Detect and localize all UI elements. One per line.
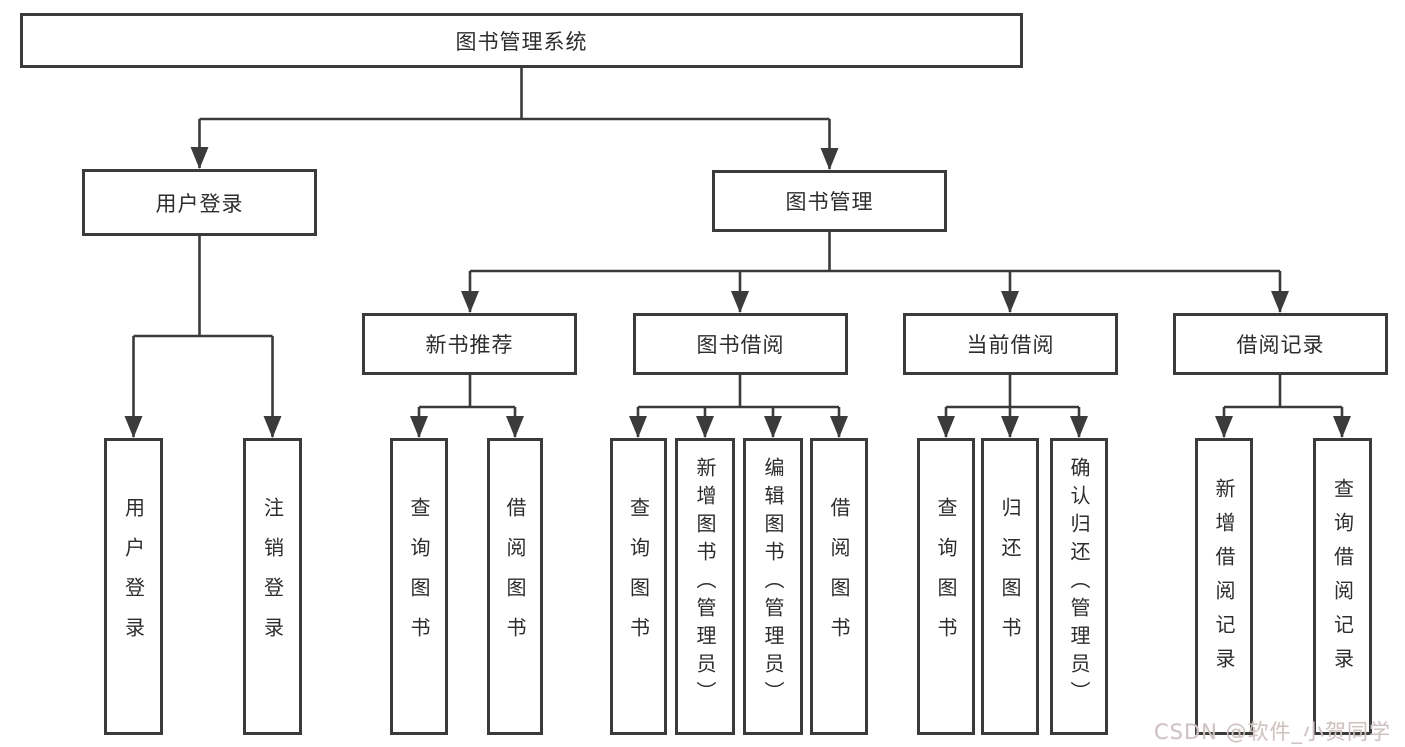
node-borrow-books-recommend: 借阅图书 [487,438,543,735]
node-query-books-current: 查询图书 [917,438,975,735]
node-new-book-recommend: 新书推荐 [362,313,577,375]
watermark-text: CSDN @软件_小贺同学 [1154,720,1392,744]
node-add-book-admin: 新增图书（管理员） [675,438,735,735]
node-label: 新书推荐 [425,333,514,357]
node-label: 借阅图书 [503,496,527,657]
node-label: 归还图书 [998,496,1022,657]
node-confirm-return-admin: 确认归还（管理员） [1050,438,1108,735]
node-borrow-books-borrowing: 借阅图书 [810,438,868,735]
node-leaf-logout: 注销登录 [243,438,302,735]
node-label: 借阅记录 [1236,333,1325,357]
node-label: 注销登录 [260,496,285,657]
node-label: 编辑图书（管理员） [761,456,785,709]
node-label: 用户登录 [121,496,146,657]
node-label: 图书管理 [785,190,874,214]
node-label: 图书借阅 [696,333,785,357]
node-label: 查询借阅记录 [1330,477,1355,682]
node-label: 新增借阅记录 [1212,477,1236,682]
node-leaf-user-login: 用户登录 [104,438,163,735]
node-current-borrowing: 当前借阅 [903,313,1118,375]
node-add-borrow-record: 新增借阅记录 [1195,438,1253,735]
node-label: 查询图书 [626,496,651,657]
node-label: 当前借阅 [966,333,1055,357]
node-query-books-borrowing: 查询图书 [610,438,667,735]
node-book-management-system: 图书管理系统 [20,13,1023,68]
node-label: 新增图书（管理员） [693,456,717,709]
node-label: 图书管理系统 [455,29,588,54]
node-query-books-recommend: 查询图书 [390,438,448,735]
node-book-borrowing: 图书借阅 [633,313,848,375]
node-borrowing-records: 借阅记录 [1173,313,1388,375]
node-label: 用户登录 [155,191,244,216]
node-user-login: 用户登录 [82,169,317,236]
node-edit-book-admin: 编辑图书（管理员） [743,438,803,735]
node-query-borrow-record: 查询借阅记录 [1313,438,1372,735]
node-label: 确认归还（管理员） [1067,456,1091,709]
node-label: 查询图书 [407,496,431,657]
node-label: 借阅图书 [827,496,851,657]
node-book-management: 图书管理 [712,170,947,232]
node-label: 查询图书 [934,496,958,657]
node-return-books: 归还图书 [981,438,1039,735]
